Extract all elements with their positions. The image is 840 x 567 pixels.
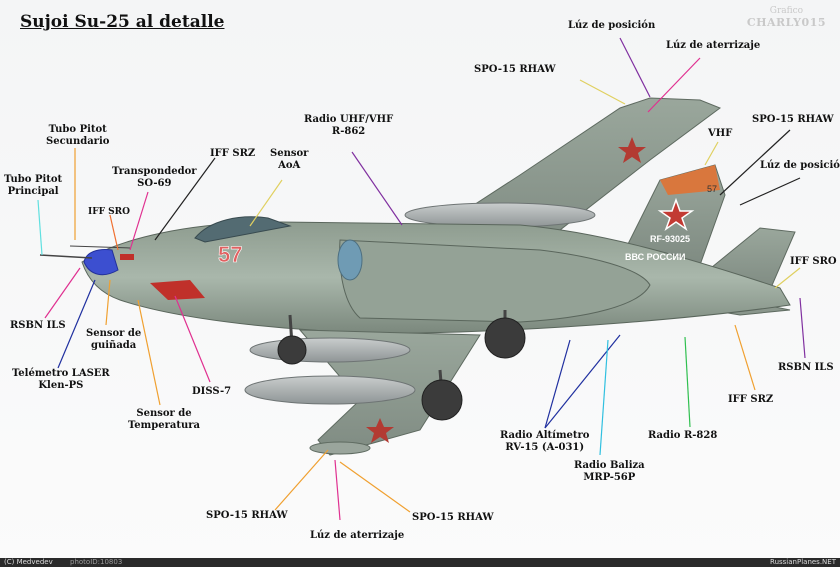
label-spo15-right: SPO-15 RHAW [752,114,834,125]
label-spo15-bottom-right: SPO-15 RHAW [412,512,494,523]
tail-star [657,197,695,231]
registration: RF-93025 [650,234,690,244]
tail-number: 57 [707,184,717,194]
lower-tank-1 [249,337,411,363]
label-rsbn-ils-nose: RSBN ILS [10,320,66,331]
label-spo15-upper: SPO-15 RHAW [474,64,556,75]
upper-tank-1 [404,202,596,228]
label-sensor-aoa: Sensor AoA [270,148,309,171]
label-vhf: VHF [708,128,733,139]
credit: Grafico CHARLY015 [747,6,826,28]
label-radio-uhf-vhf: Radio UHF/VHF R-862 [304,114,394,137]
fuselage-text: ВВС РОССИИ [625,252,685,262]
label-radio-baliza: Radio Baliza MRP-56P [574,460,645,483]
label-tubo-pitot-secundario: Tubo Pitot Secundario [46,124,110,147]
pitot-main [39,254,93,259]
credit-line1: Grafico [769,6,804,16]
lower-pod-wingtip [309,441,371,455]
label-luz-aterrizaje-bottom: Lúz de aterrizaje [310,530,405,541]
main-gear-wheel-left [421,379,463,421]
page-title: Sujoi Su-25 al detalle [20,12,225,32]
diss7-panel [150,280,205,300]
tail-orange-tip [660,165,720,195]
label-telemetro: Telémetro LASER Klen-PS [12,368,110,391]
canopy [194,216,292,243]
label-iff-srz-tail: IFF SRZ [728,394,774,405]
label-luz-aterrizaje-top: Lúz de aterrizaje [666,40,761,51]
label-iff-sro-tail: IFF SRO [790,256,837,267]
footer-copyright: (C) Medvedev [4,558,53,566]
upper-wing-star [618,137,646,163]
pitot-secondary [69,245,131,249]
credit-line2: CHARLY015 [746,16,826,29]
label-rsbn-ils-tail: RSBN ILS [778,362,834,373]
label-luz-posicion-right: Lúz de posición [760,160,840,171]
label-iff-sro-nose: IFF SRO [88,207,130,217]
engine-nacelle [339,239,651,323]
nose-cone [83,249,119,276]
footer-site: RussianPlanes.NET [770,558,836,566]
nose-gear-wheel [277,335,307,365]
lower-tank-2 [244,375,416,405]
engine-intake [337,239,363,281]
label-sensor-guinada: Sensor de guiñada [86,328,142,351]
callout-lines [37,37,806,521]
label-spo15-bottom-left: SPO-15 RHAW [206,510,288,521]
nose-number: 57 [218,242,242,267]
label-tubo-pitot-principal: Tubo Pitot Principal [4,174,63,197]
label-sensor-temperatura: Sensor de Temperatura [128,408,200,431]
main-gear-wheel-right [484,317,526,359]
label-radio-altimetro: Radio Altímetro RV-15 (A-031) [500,430,590,453]
label-diss7: DISS-7 [192,386,232,397]
label-transpondedor: Transpondedor SO-69 [112,166,197,189]
label-iff-srz-top: IFF SRZ [210,148,256,159]
label-radio-r828: Radio R-828 [648,430,718,441]
label-luz-posicion-top: Lúz de posición [568,20,656,31]
nose-red-panel [120,254,134,260]
footer-photo-id: photoID:10803 [70,558,123,566]
lower-wing-star [366,418,394,443]
footer-bar: (C) Medvedev photoID:10803 RussianPlanes… [0,558,840,567]
